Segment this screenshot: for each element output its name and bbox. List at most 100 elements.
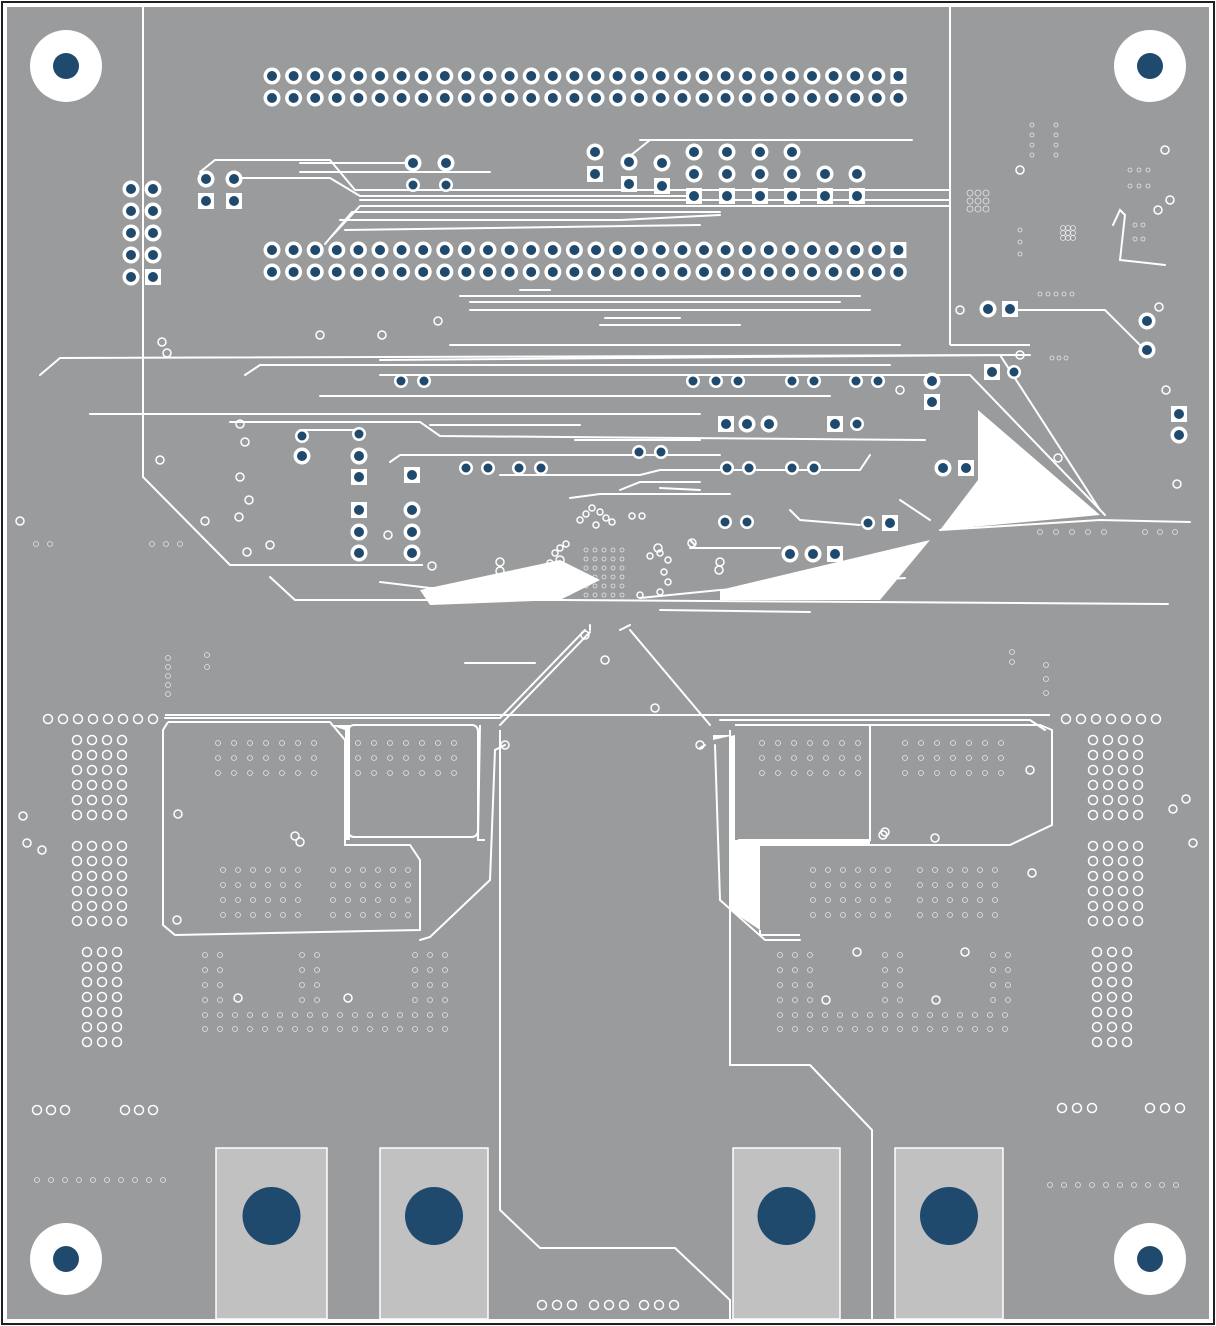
pin-drill [396, 71, 407, 81]
micro-via [250, 867, 256, 873]
micro-via [314, 982, 320, 988]
via [656, 549, 664, 557]
via [930, 833, 940, 843]
pin-drill [353, 93, 364, 103]
trace [719, 719, 1046, 731]
micro-via [419, 770, 425, 776]
micro-via [352, 1012, 358, 1018]
pin-drill [331, 93, 342, 103]
micro-via [387, 740, 393, 746]
micro-via [1056, 355, 1062, 361]
micro-via [265, 897, 271, 903]
via [1106, 1006, 1118, 1018]
via [81, 1021, 93, 1033]
via [116, 900, 128, 912]
via [162, 348, 172, 358]
small-pad-drill [656, 447, 666, 457]
micro-via [987, 1012, 993, 1018]
micro-via [250, 882, 256, 888]
trace [619, 481, 701, 491]
micro-via [263, 740, 269, 746]
micro-via [1131, 1182, 1137, 1188]
micro-via [1142, 529, 1148, 535]
pin-drill [983, 304, 993, 314]
micro-via [33, 541, 39, 547]
trace [789, 509, 861, 526]
via [1091, 961, 1103, 973]
pin-drill [699, 93, 709, 103]
micro-via [1029, 152, 1035, 158]
pin-drill [310, 93, 321, 103]
micro-via [220, 867, 226, 873]
micro-via [247, 1012, 253, 1018]
micro-via [451, 755, 457, 761]
micro-via [619, 556, 625, 562]
pin-drill [830, 419, 840, 429]
micro-via [885, 867, 891, 873]
micro-via [202, 967, 208, 973]
micro-via [583, 574, 589, 580]
micro-via [966, 205, 974, 213]
via [1091, 1021, 1103, 1033]
pin-drill [396, 245, 407, 255]
via [1087, 900, 1099, 912]
pin-drill [657, 181, 667, 191]
micro-via [601, 592, 607, 598]
via [1120, 713, 1132, 725]
pin-drill [807, 71, 817, 81]
pin-drill [569, 267, 580, 277]
pin-drill [354, 527, 364, 537]
via [548, 576, 556, 584]
micro-via [777, 1012, 783, 1018]
pin-drill [396, 93, 407, 103]
micro-via [855, 912, 861, 918]
pin-drill [483, 267, 493, 277]
micro-via [390, 867, 396, 873]
micro-via [807, 740, 813, 746]
micro-via [837, 1026, 843, 1032]
pin-drill [569, 71, 580, 81]
micro-via [990, 967, 996, 973]
pin-drill [418, 245, 429, 255]
via [81, 976, 93, 988]
pin-drill [787, 169, 797, 179]
pin-drill [742, 71, 753, 81]
pin-drill [1174, 430, 1184, 440]
micro-via [90, 1177, 96, 1183]
via [668, 1299, 680, 1311]
via [101, 900, 113, 912]
via [1121, 991, 1133, 1003]
micro-via [966, 189, 974, 197]
micro-via [247, 1026, 253, 1032]
via [22, 838, 32, 848]
micro-via [280, 882, 286, 888]
micro-via [263, 755, 269, 761]
pin-drill [1142, 345, 1152, 355]
via [1144, 1102, 1156, 1114]
pin-drill [807, 93, 817, 103]
via [37, 845, 47, 855]
pin-drill [229, 174, 239, 184]
small-pad-drill [742, 517, 752, 527]
micro-via [1005, 997, 1011, 1003]
pin-drill [353, 267, 364, 277]
micro-via [442, 982, 448, 988]
micro-via [810, 912, 816, 918]
via [1165, 195, 1175, 205]
trace [1112, 208, 1166, 266]
pin-drill [126, 250, 136, 260]
small-pad-drill [297, 431, 307, 441]
micro-via [1173, 1182, 1179, 1188]
micro-via [855, 867, 861, 873]
trace [714, 744, 801, 941]
micro-via [917, 867, 923, 873]
pin-drill [375, 71, 385, 81]
pin-drill [1005, 304, 1015, 314]
via [71, 794, 83, 806]
via [955, 305, 965, 315]
via [646, 552, 654, 560]
micro-via [295, 770, 301, 776]
micro-via [601, 547, 607, 553]
micro-via [279, 740, 285, 746]
micro-via [403, 770, 409, 776]
